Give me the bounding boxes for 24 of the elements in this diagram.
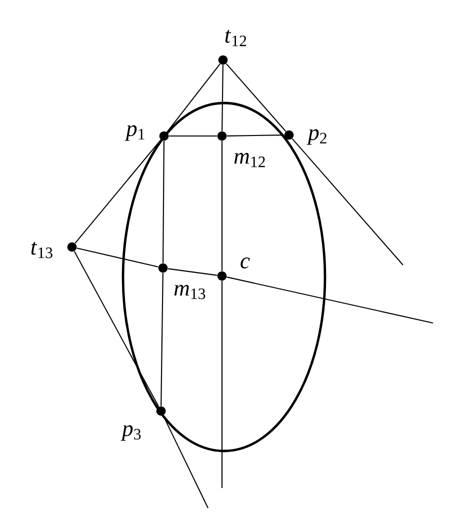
line bbox=[222, 64, 224, 132]
point-label: c bbox=[240, 258, 250, 268]
line bbox=[168, 135, 218, 137]
point-label: m$_{12}$ bbox=[234, 152, 265, 168]
point-label: p$_{2}$ bbox=[306, 129, 326, 145]
line bbox=[76, 248, 158, 268]
line bbox=[221, 280, 223, 488]
line bbox=[162, 415, 208, 508]
point-label: p$_{1}$ bbox=[124, 125, 144, 141]
line bbox=[74, 251, 160, 407]
line bbox=[74, 139, 162, 244]
point-label: m$_{13}$ bbox=[174, 284, 206, 300]
line bbox=[226, 134, 284, 136]
line bbox=[226, 63, 286, 132]
line bbox=[160, 272, 164, 406]
point-label: t$_{13}$ bbox=[31, 242, 52, 258]
line bbox=[226, 276, 434, 324]
line bbox=[162, 140, 164, 264]
line bbox=[292, 138, 404, 266]
line bbox=[166, 64, 220, 132]
line bbox=[221, 140, 223, 272]
point-label: t$_{12}$ bbox=[225, 30, 246, 46]
line bbox=[168, 268, 218, 276]
point-label: p$_{3}$ bbox=[120, 425, 141, 441]
